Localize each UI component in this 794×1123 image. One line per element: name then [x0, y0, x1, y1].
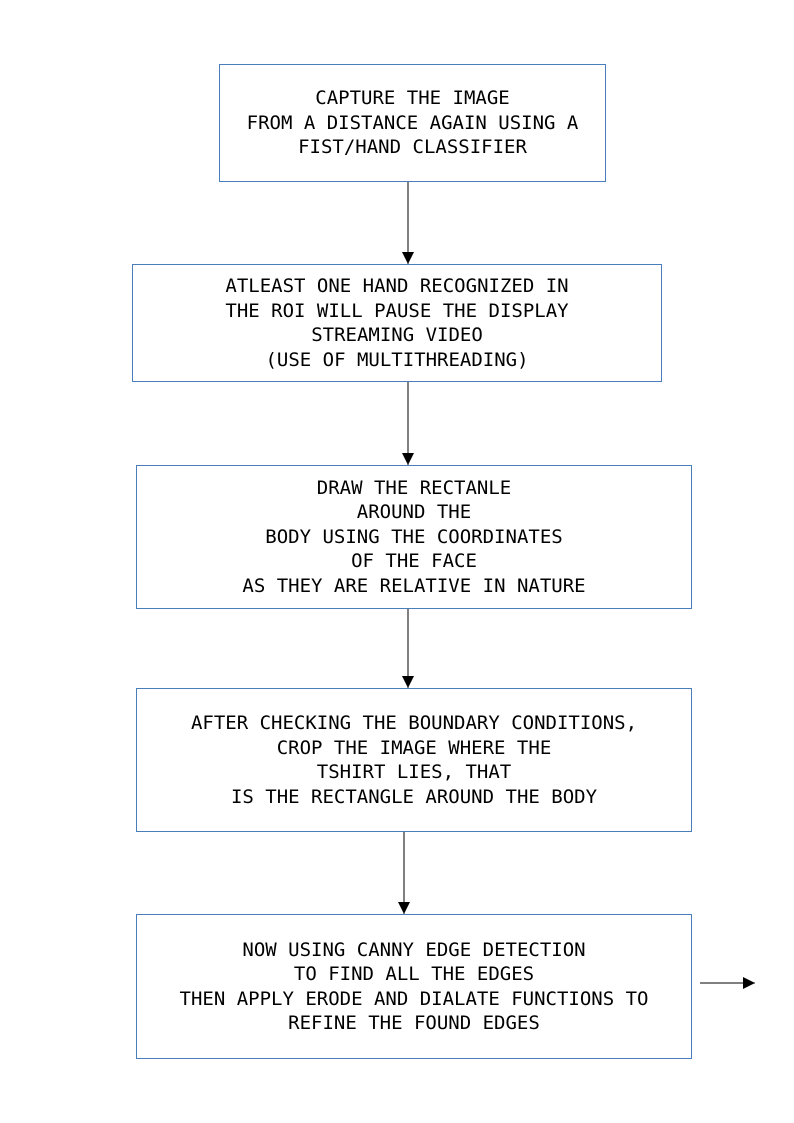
- step-3-box: DRAW THE RECTANLE AROUND THE BODY USING …: [136, 465, 692, 609]
- step-3-line-4: OF THE FACE: [351, 550, 477, 573]
- step-1-line-3: FIST/HAND CLASSIFIER: [298, 136, 527, 159]
- step-5-line-1: NOW USING CANNY EDGE DETECTION: [242, 938, 586, 961]
- step-2-line-3: STREAMING VIDEO: [311, 324, 483, 346]
- step-3-line-5: AS THEY ARE RELATIVE IN NATURE: [242, 574, 586, 597]
- step-4-line-1: AFTER CHECKING THE BOUNDARY CONDITIONS,: [190, 712, 638, 734]
- step-3-line-3: BODY USING THE COORDINATES: [265, 525, 563, 548]
- step-4-line-3: TSHIRT LIES, THAT: [316, 761, 512, 783]
- step-1-line-1: CAPTURE THE IMAGE: [315, 87, 510, 110]
- step-3-line-2: AROUND THE: [356, 501, 472, 524]
- step-5-line-3: THEN APPLY ERODE AND DIALATE FUNCTIONS T…: [179, 987, 649, 1010]
- step-2-line-2: THE ROI WILL PAUSE THE DISPLAY: [225, 299, 569, 322]
- step-2-line-4: (USE OF MULTITHREADING): [265, 348, 529, 371]
- step-3-line-1: DRAW THE RECTANLE: [316, 476, 512, 499]
- step-5-box: NOW USING CANNY EDGE DETECTION TO FIND A…: [136, 914, 692, 1059]
- step-1-line-2: FROM A DISTANCE AGAIN USING A: [246, 111, 579, 134]
- step-4-box: AFTER CHECKING THE BOUNDARY CONDITIONS, …: [136, 688, 692, 832]
- step-1-box: CAPTURE THE IMAGE FROM A DISTANCE AGAIN …: [219, 64, 606, 182]
- step-4-line-4: IS THE RECTANGLE AROUND THE BODY: [230, 785, 598, 808]
- step-2-line-1: ATLEAST ONE HAND RECOGNIZED IN: [225, 275, 569, 297]
- step-4-line-2: CROP THE IMAGE WHERE THE: [276, 736, 552, 759]
- step-2-box: ATLEAST ONE HAND RECOGNIZED IN THE ROI W…: [132, 264, 662, 382]
- step-5-line-4: REFINE THE FOUND EDGES: [288, 1012, 540, 1034]
- step-5-line-2: TO FIND ALL THE EDGES: [293, 963, 535, 985]
